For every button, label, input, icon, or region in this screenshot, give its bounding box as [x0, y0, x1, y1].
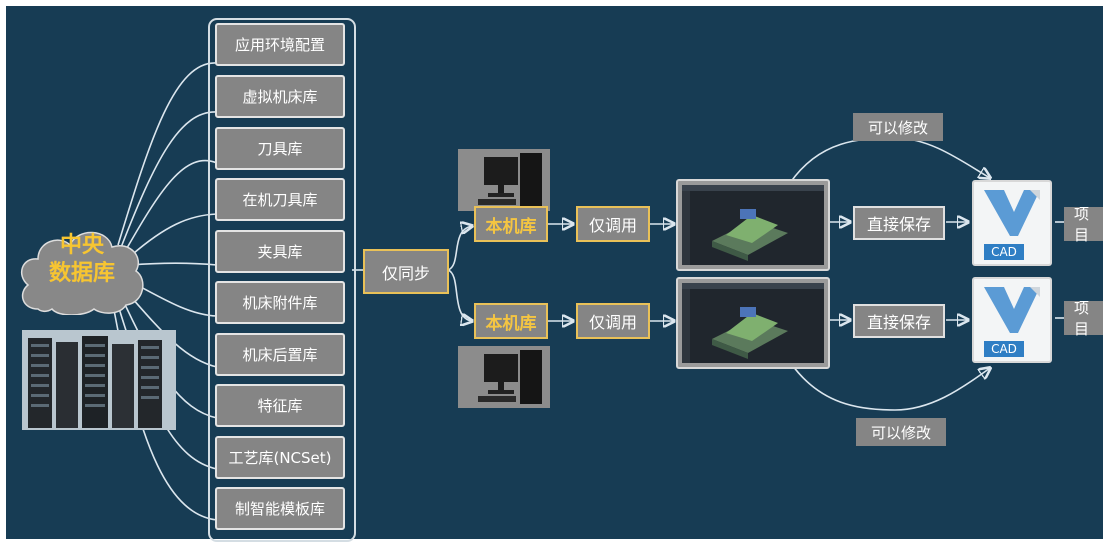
library-item: 虚拟机床库 — [215, 75, 345, 118]
cam-software-screenshot — [676, 179, 830, 271]
machining-model-icon — [682, 185, 824, 265]
library-item: 在机刀具库 — [215, 178, 345, 221]
library-item: 特征库 — [215, 384, 345, 427]
direct-save-box: 直接保存 — [853, 304, 945, 338]
library-item: 夹具库 — [215, 230, 345, 273]
cad-label: CAD — [984, 244, 1024, 260]
library-group-frame — [208, 18, 356, 542]
cad-file-icon: CAD — [972, 277, 1052, 363]
diagram-background — [6, 6, 1103, 539]
central-database-label: 中央 数据库 — [16, 232, 148, 288]
cam-software-screenshot — [676, 277, 830, 369]
can-modify-label: 可以修改 — [853, 113, 943, 141]
direct-save-box: 直接保存 — [853, 206, 945, 240]
can-modify-label: 可以修改 — [856, 418, 946, 446]
local-library-box: 本机库 — [474, 206, 548, 242]
library-item: 机床后置库 — [215, 333, 345, 376]
central-database-line1: 中央 — [59, 233, 104, 258]
invoke-only-box: 仅调用 — [576, 206, 650, 242]
cad-label: CAD — [984, 341, 1024, 357]
library-item: 机床附件库 — [215, 281, 345, 324]
project-box: 项目 — [1064, 205, 1103, 244]
computer-icon — [458, 346, 550, 408]
library-item: 制智能模板库 — [215, 487, 345, 530]
library-item: 工艺库(NCSet) — [215, 436, 345, 479]
project-box: 项目 — [1064, 299, 1103, 338]
sync-only-box: 仅同步 — [363, 249, 449, 294]
invoke-only-box: 仅调用 — [576, 303, 650, 339]
central-database-line2: 数据库 — [48, 261, 115, 286]
library-item: 应用环境配置 — [215, 23, 345, 66]
local-library-box: 本机库 — [474, 303, 548, 339]
server-rack-image — [22, 330, 176, 430]
server-rack-icon — [22, 330, 176, 430]
computer-icon — [458, 149, 550, 211]
library-item: 刀具库 — [215, 127, 345, 170]
cad-file-icon: CAD — [972, 180, 1052, 266]
cloud-icon — [20, 231, 144, 315]
machining-model-icon — [682, 283, 824, 363]
